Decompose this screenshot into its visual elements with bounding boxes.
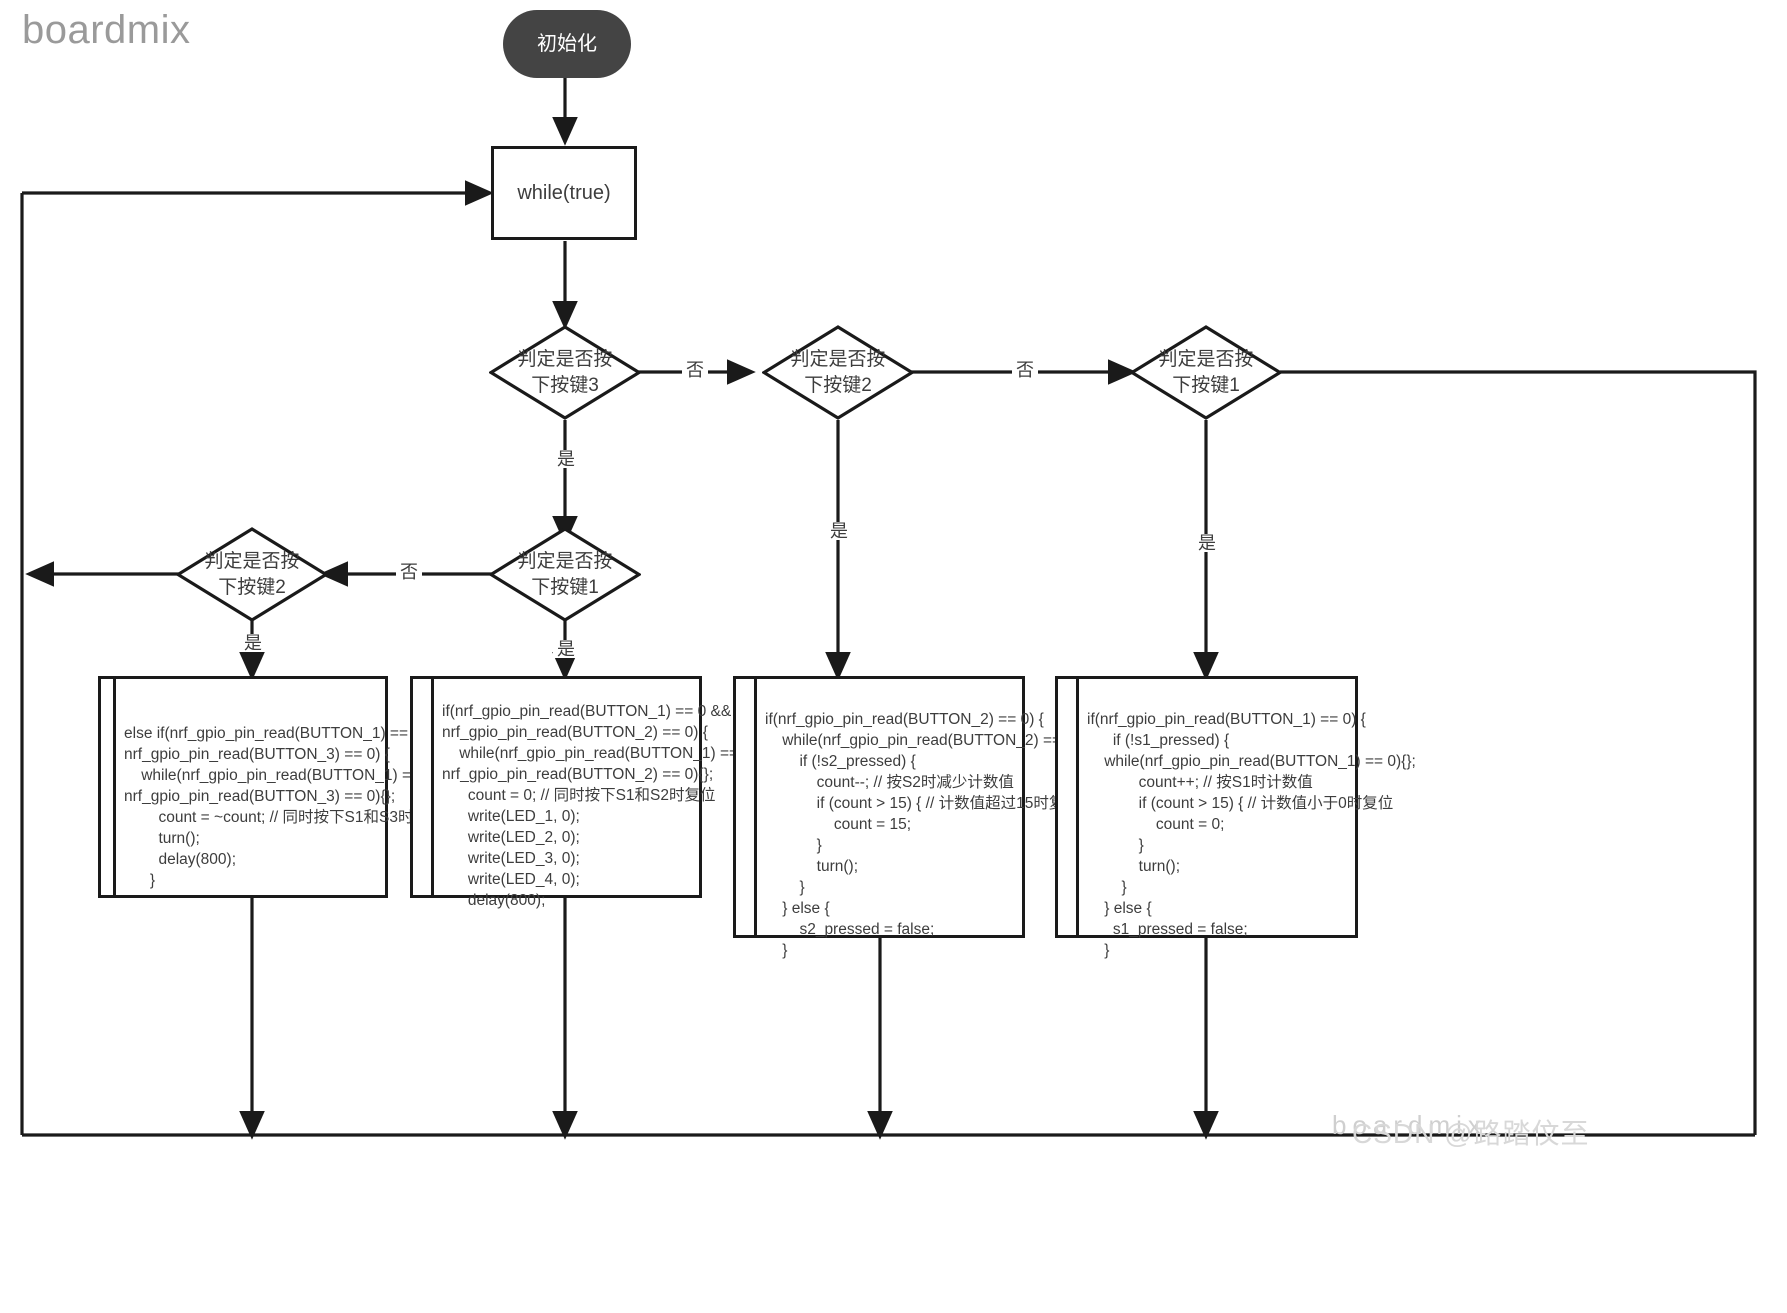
- watermark-csdn: CSDN @路踏伩至: [1352, 1118, 1590, 1149]
- code-block-1-text: else if(nrf_gpio_pin_read(BUTTON_1) == 0…: [124, 725, 491, 889]
- decision-button2-left-label: 判定是否按 下按键2: [204, 550, 300, 598]
- code-block-3-text: if(nrf_gpio_pin_read(BUTTON_2) == 0) { w…: [765, 711, 1094, 959]
- edge-label-yes-button1-top: 是: [1194, 534, 1220, 552]
- decision-button1-mid-shape: [489, 527, 641, 622]
- edge-label-yes-button2-top: 是: [826, 522, 852, 540]
- decision-button2-top[interactable]: 判定是否按 下按键2: [762, 325, 914, 420]
- node-start-label: 初始化: [537, 33, 597, 55]
- code-block-2-inner: if(nrf_gpio_pin_read(BUTTON_1) == 0 && n…: [431, 676, 776, 909]
- edge-label-yes-button1-mid: 是: [553, 640, 579, 658]
- code-block-1-inner: else if(nrf_gpio_pin_read(BUTTON_1) == 0…: [113, 676, 491, 898]
- decision-button3-label: 判定是否按 下按键3: [517, 348, 613, 396]
- code-block-4-inner: if(nrf_gpio_pin_read(BUTTON_1) == 0) { i…: [1076, 676, 1416, 959]
- edge-label-no-1: 否: [682, 361, 708, 379]
- code-block-1[interactable]: else if(nrf_gpio_pin_read(BUTTON_1) == 0…: [98, 676, 491, 898]
- decision-button2-left[interactable]: 判定是否按 下按键2: [176, 527, 328, 622]
- decision-button2-top-shape: [762, 325, 914, 420]
- decision-button3-shape: [489, 325, 641, 420]
- node-while-loop-label: while(true): [517, 181, 611, 204]
- code-block-4-text: if(nrf_gpio_pin_read(BUTTON_1) == 0) { i…: [1087, 711, 1416, 959]
- decision-button1-mid-label: 判定是否按 下按键1: [517, 550, 613, 598]
- edge-label-no-2: 否: [1012, 361, 1038, 379]
- decision-button1-top[interactable]: 判定是否按 下按键1: [1130, 325, 1282, 420]
- decision-button1-mid[interactable]: 判定是否按 下按键1: [489, 527, 641, 622]
- edge-label-yes-button2-left: 是: [240, 634, 266, 652]
- decision-button2-left-shape: [176, 527, 328, 622]
- edge-label-no-3: 否: [396, 563, 422, 581]
- edge-label-yes-button3: 是: [553, 450, 579, 468]
- decision-button2-top-label: 判定是否按 下按键2: [790, 348, 886, 396]
- node-start[interactable]: 初始化: [503, 10, 631, 78]
- code-block-2-text: if(nrf_gpio_pin_read(BUTTON_1) == 0 && n…: [442, 703, 776, 909]
- node-while-loop[interactable]: while(true): [491, 146, 637, 240]
- code-block-3-inner: if(nrf_gpio_pin_read(BUTTON_2) == 0) { w…: [754, 676, 1094, 959]
- code-block-3[interactable]: if(nrf_gpio_pin_read(BUTTON_2) == 0) { w…: [733, 676, 1094, 959]
- boardmix-logo: boardmix: [22, 8, 191, 52]
- decision-button1-top-shape: [1130, 325, 1282, 420]
- decision-button3[interactable]: 判定是否按 下按键3: [489, 325, 641, 420]
- watermark-secondary: boardmix: [1332, 1110, 1487, 1140]
- decision-button1-top-label: 判定是否按 下按键1: [1158, 348, 1254, 396]
- code-block-4[interactable]: if(nrf_gpio_pin_read(BUTTON_1) == 0) { i…: [1055, 676, 1416, 959]
- code-block-2[interactable]: if(nrf_gpio_pin_read(BUTTON_1) == 0 && n…: [410, 676, 776, 909]
